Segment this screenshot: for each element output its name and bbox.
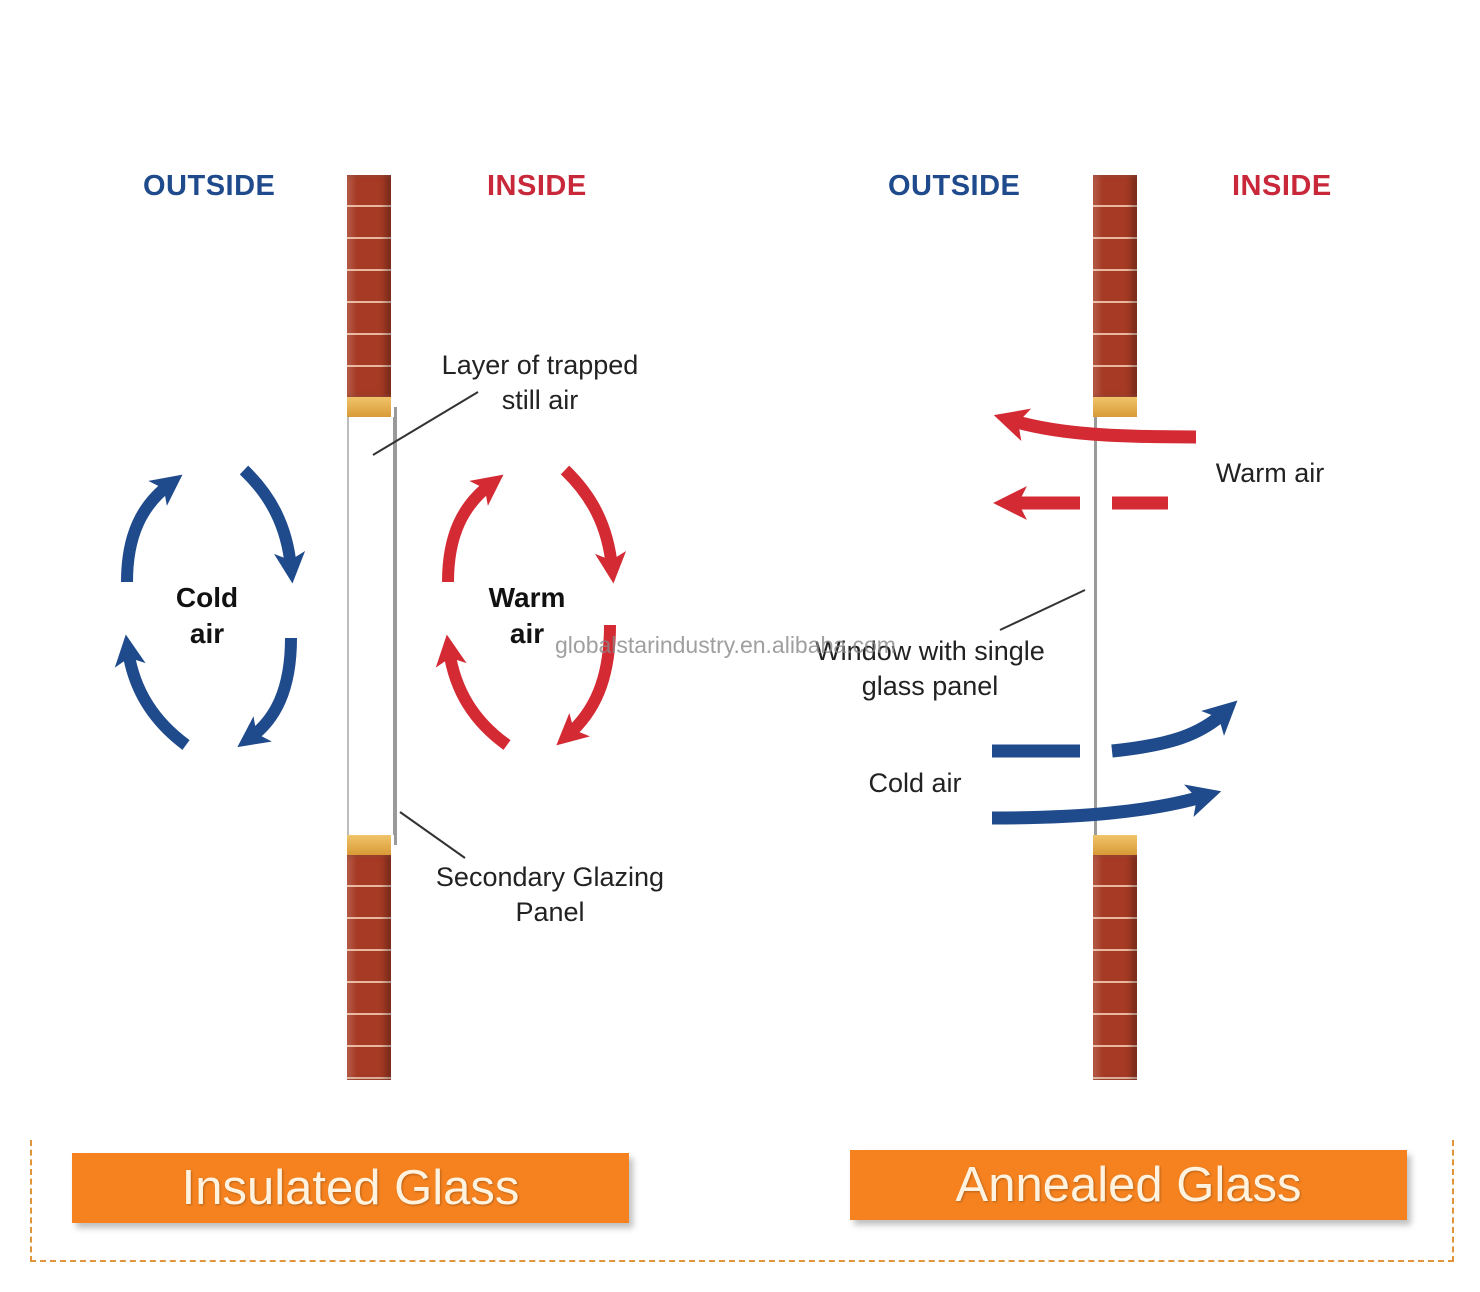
cold-air-cycle-label: Cold air	[157, 580, 257, 652]
left-wall-bottom	[347, 855, 391, 1080]
warm-cycle-arrow-top-left	[442, 474, 504, 583]
trapped-air-line2: still air	[501, 385, 579, 415]
right-seal-top	[1093, 397, 1137, 417]
single-glass-panel	[1094, 417, 1097, 835]
left-seal-bottom	[347, 835, 391, 855]
single-window-label: Window with single glass panel	[800, 634, 1060, 704]
secondary-panel-label: Secondary Glazing Panel	[410, 860, 690, 930]
trapped-air-leader-line	[372, 391, 479, 456]
warm-air-line2: air	[509, 618, 545, 649]
right-seal-bottom	[1093, 835, 1137, 855]
warm-air-cycle-label: Warm air	[472, 580, 582, 652]
cold-air-flow-label: Cold air	[868, 768, 962, 798]
cold-flow-arrow-lower	[991, 784, 1222, 825]
warm-cycle-arrow-bottom-left	[435, 634, 511, 750]
left-wall-top	[347, 175, 391, 397]
secondary-panel-line2: Panel	[515, 897, 585, 927]
cold-air-line1: Cold	[175, 582, 239, 613]
trapped-air-line1: Layer of trapped	[441, 350, 639, 380]
single-window-line1: Window with single	[815, 636, 1045, 666]
warm-air-line1: Warm	[488, 582, 566, 613]
annealed-glass-badge: Annealed Glass	[850, 1150, 1407, 1220]
warm-cycle-arrow-bottom-right	[556, 624, 616, 746]
warm-cycle-arrow-top-right	[560, 465, 627, 584]
left-inside-label: INSIDE	[487, 170, 587, 202]
secondary-panel-leader-line	[399, 811, 466, 859]
secondary-glazing-panel	[394, 407, 397, 845]
right-inside-label: INSIDE	[1232, 170, 1332, 202]
cold-flow-arrow-upper	[1111, 700, 1238, 758]
single-window-line2: glass panel	[861, 671, 999, 701]
right-outside-label: OUTSIDE	[888, 170, 1021, 202]
right-wall-top	[1093, 175, 1137, 397]
right-wall-bottom	[1093, 855, 1137, 1080]
left-seal-top	[347, 397, 391, 417]
single-window-leader-line	[999, 589, 1086, 631]
left-outside-label: OUTSIDE	[143, 170, 276, 202]
warm-air-flow-label: Warm air	[1215, 458, 1325, 488]
dashed-frame	[30, 1140, 1454, 1262]
cold-cycle-arrow-top-left	[121, 474, 183, 583]
warm-flow-arrow-upper	[993, 408, 1197, 444]
cold-cycle-arrow-top-right	[239, 465, 306, 584]
trapped-air-label: Layer of trapped still air	[420, 348, 660, 418]
secondary-panel-line1: Secondary Glazing	[435, 862, 665, 892]
cold-cycle-arrow-bottom-left	[114, 634, 190, 750]
cold-cycle-arrow-bottom-right	[237, 637, 297, 748]
insulated-glass-badge: Insulated Glass	[72, 1153, 629, 1223]
watermark: globalstarindustry.en.alibaba.com	[555, 632, 896, 658]
cold-air-line2: air	[189, 618, 225, 649]
